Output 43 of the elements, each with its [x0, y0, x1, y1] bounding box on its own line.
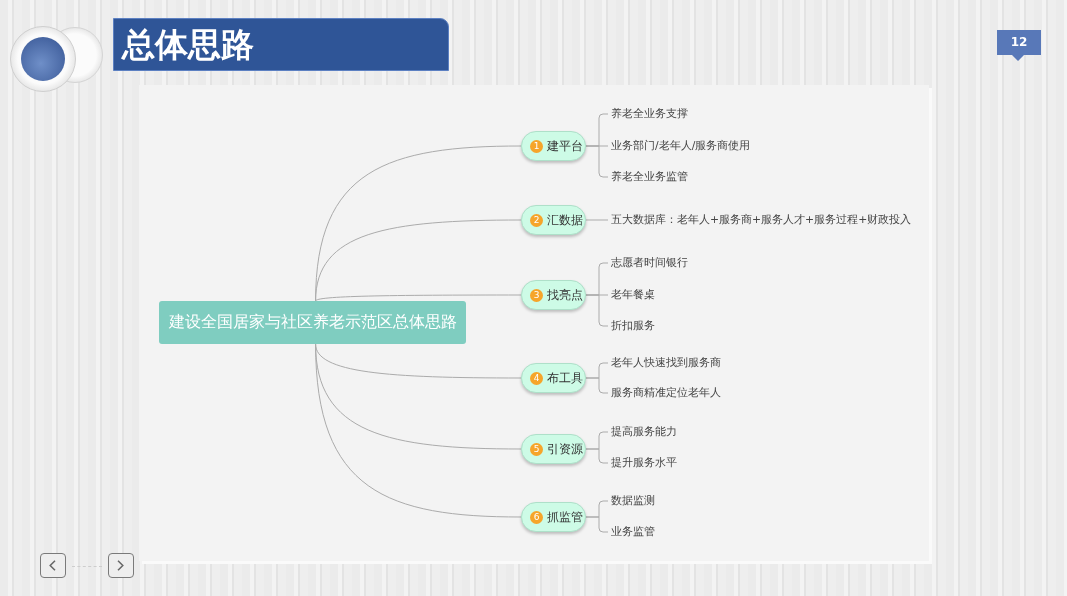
bracket-connector — [585, 448, 609, 464]
page-number-badge: 12 — [997, 30, 1041, 61]
subtopic-label: 提高服务能力 — [611, 424, 677, 440]
topic-pill — [521, 205, 586, 235]
subtopic-label: 数据监测 — [611, 493, 655, 509]
number-badge: 2 — [530, 213, 543, 227]
title-banner: 总体思路 — [113, 18, 449, 71]
subtopic-label: 服务商精准定位老年人 — [611, 385, 721, 401]
topic-label: 汇数据 — [547, 213, 583, 228]
root-node: 建设全国居家与社区养老示范区总体思路 — [159, 301, 466, 344]
bracket-connector — [585, 219, 609, 221]
bracket-connector — [585, 145, 609, 178]
subtopic-label: 养老全业务监管 — [611, 169, 688, 185]
curved-connector — [315, 294, 522, 302]
topic-pill — [521, 502, 586, 532]
subtopic-label: 志愿者时间银行 — [611, 255, 688, 271]
number-badge: 3 — [530, 288, 543, 302]
subtopic-label: 业务监管 — [611, 524, 655, 540]
bracket-connector — [585, 294, 609, 327]
topic-label: 建平台 — [547, 139, 583, 154]
subtopic-label: 养老全业务支撑 — [611, 106, 688, 122]
number-badge: 1 — [530, 139, 543, 153]
curved-connector — [315, 219, 522, 302]
subtopic-label: 老年人快速找到服务商 — [611, 355, 721, 371]
topic-label: 引资源 — [547, 442, 583, 457]
topic-pill — [521, 434, 586, 464]
number-badge: 5 — [530, 442, 543, 456]
number-badge: 4 — [530, 371, 543, 385]
topic-label: 布工具 — [547, 371, 583, 386]
topic-label: 抓监管 — [547, 510, 583, 525]
bracket-connector — [585, 516, 609, 533]
bracket-connector — [585, 377, 609, 394]
topic-pill — [521, 280, 586, 310]
number-badge: 6 — [530, 510, 543, 524]
topic-pill — [521, 363, 586, 393]
topic-label: 找亮点 — [547, 288, 583, 303]
subtopic-label: 提升服务水平 — [611, 455, 677, 471]
curved-connector — [315, 343, 522, 379]
subtopic-label: 老年餐桌 — [611, 287, 655, 303]
topic-pill — [521, 131, 586, 161]
subtopic-label: 折扣服务 — [611, 318, 655, 334]
subtopic-label: 五大数据库：老年人+服务商+服务人才+服务过程+财政投入 — [611, 212, 912, 228]
subtopic-label: 业务部门/老年人/服务商使用 — [611, 138, 751, 154]
